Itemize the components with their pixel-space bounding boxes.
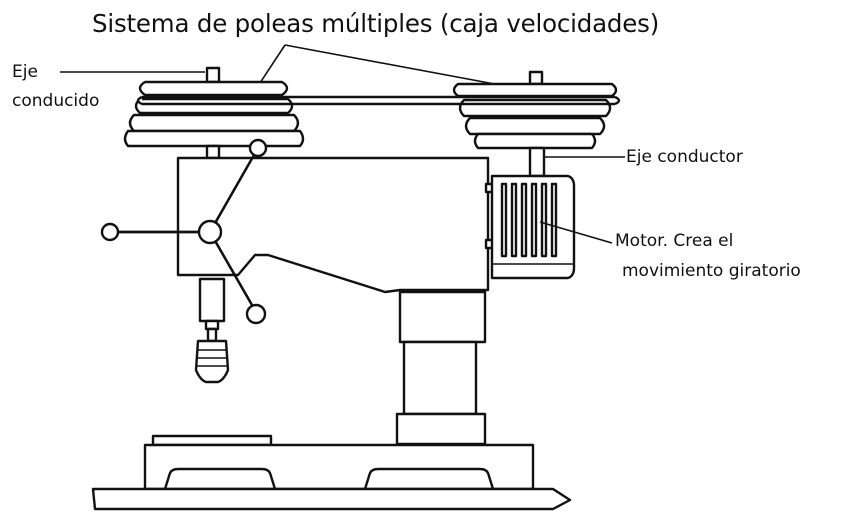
- belt: [136, 95, 621, 106]
- label-eje-conducido-line1: Eje: [12, 62, 38, 82]
- driven-shaft-bottom: [205, 144, 221, 160]
- driving-pulley: [452, 70, 618, 150]
- base: [91, 434, 572, 511]
- label-eje-conductor: Eje conductor: [626, 147, 743, 167]
- driven-shaft-top: [205, 66, 221, 84]
- label-motor-line1: Motor. Crea el: [615, 231, 734, 251]
- head-housing: [176, 156, 490, 294]
- motor: [490, 174, 576, 280]
- label-eje-conducido-line2: conducido: [12, 91, 100, 111]
- spindle-chuck: [194, 277, 230, 384]
- label-leaders: [60, 71, 625, 244]
- column: [395, 290, 487, 446]
- diagram-title: Sistema de poleas múltiples (caja veloci…: [92, 9, 660, 38]
- driving-shaft: [528, 146, 546, 178]
- feed-handles: [100, 138, 268, 325]
- label-motor-line2: movimiento giratorio: [622, 261, 801, 281]
- driven-pulley: [123, 80, 305, 148]
